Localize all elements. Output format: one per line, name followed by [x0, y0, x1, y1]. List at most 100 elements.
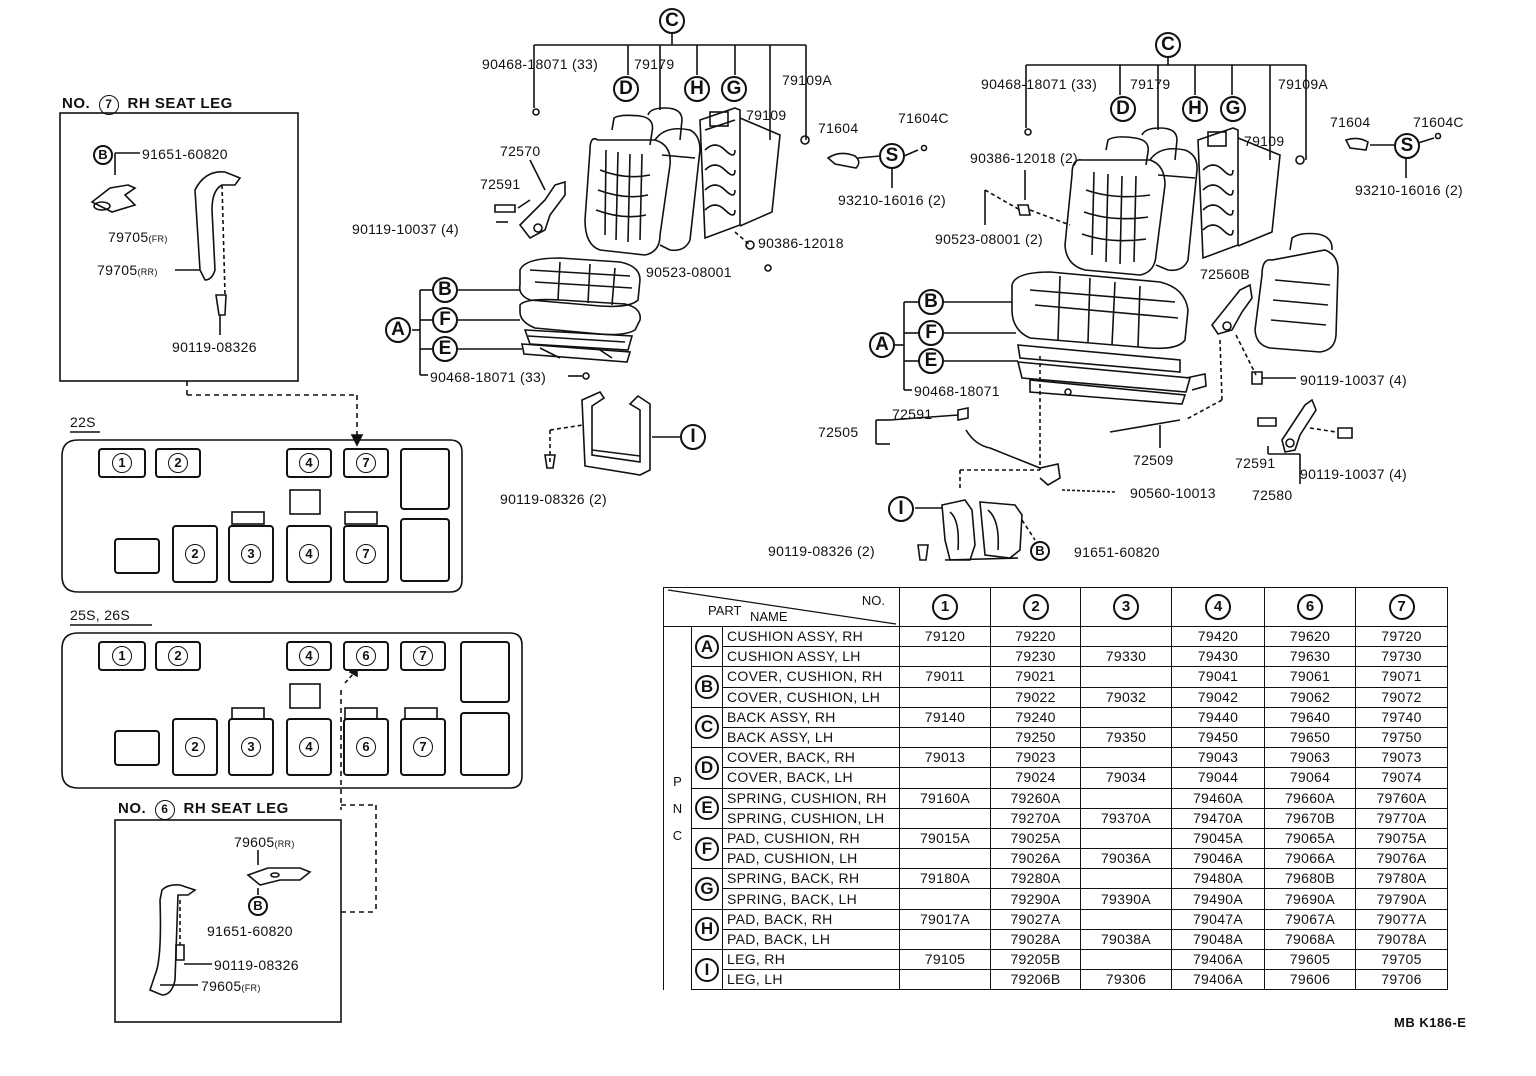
layout25-seat-7-num: 7	[413, 737, 433, 757]
letter-b-left: B	[432, 277, 458, 303]
part-number-cell: 79440	[1171, 706, 1265, 728]
part-number-cell: 79480A	[1171, 868, 1265, 890]
part-number-cell: 79406A	[1171, 948, 1265, 971]
layout25-seat-7: 7	[400, 718, 446, 776]
layout25-seat-2-front-num: 2	[168, 646, 188, 666]
part-number-cell: 79270A	[990, 807, 1081, 829]
part-name-cell: BACK ASSY, RH	[722, 706, 900, 728]
callout-72591-right-b: 72591	[1235, 455, 1276, 471]
part-number-cell: 79073	[1355, 747, 1448, 769]
callout-93210-16016-right: 93210-16016 (2)	[1355, 182, 1464, 198]
callout-90119-08326-left: 90119-08326 (2)	[500, 491, 607, 507]
layout25-seat-2-front: 2	[155, 641, 201, 671]
col-head-1-num: 1	[932, 594, 958, 620]
part-number-cell: 79720	[1355, 625, 1448, 648]
part-number-cell: 79460A	[1171, 787, 1265, 809]
part-number-cell: 79730	[1355, 646, 1448, 668]
layout22-seat-2-num: 2	[185, 544, 205, 564]
layout25-seat-6-front: 6	[343, 641, 389, 671]
part-number-cell: 79071	[1355, 666, 1448, 688]
part-number-cell: 79790A	[1355, 888, 1448, 910]
group-symbol-cell: F	[691, 827, 723, 870]
right-back-frame	[1197, 127, 1281, 260]
left-abfe-bracket	[412, 289, 582, 377]
callout-90119-08326-right: 90119-08326 (2)	[768, 543, 875, 559]
layout22-seat-driver	[114, 538, 160, 574]
callout-72509: 72509	[1133, 452, 1174, 468]
layout22-seat-4-num: 4	[299, 544, 319, 564]
part-number-cell: 79061	[1264, 666, 1356, 688]
layout22-seat-3-num: 3	[241, 544, 261, 564]
letter-c-right: C	[1155, 32, 1181, 58]
right-spare-seat-back	[1254, 232, 1339, 353]
part-number-cell: 79011	[899, 666, 991, 688]
letter-s-left: S	[879, 143, 905, 169]
part-number-cell: 79705	[1355, 948, 1448, 971]
callout-90468-18071-right: 90468-18071 (33)	[981, 76, 1098, 92]
part-number-cell	[899, 646, 991, 668]
part-number-cell: 79077A	[1355, 908, 1448, 930]
no6-heading-text: RH SEAT LEG	[183, 800, 289, 817]
part-name-cell: CUSHION ASSY, RH	[722, 625, 900, 648]
right-leg-I	[915, 499, 1036, 561]
group-symbol: F	[695, 836, 719, 861]
left-seat-back	[584, 107, 701, 256]
part-number-cell: 79062	[1264, 686, 1356, 708]
no6-heading-no: NO.	[118, 800, 147, 817]
letter-e-right: E	[918, 348, 944, 374]
letter-c-left: C	[659, 8, 685, 34]
part-number-cell: 79022	[990, 686, 1081, 708]
no7-79705-rr-num: 79705	[97, 262, 138, 278]
part-number-cell	[899, 969, 991, 991]
part-name-cell: SPRING, BACK, LH	[722, 888, 900, 910]
part-number-cell: 79350	[1080, 726, 1172, 749]
part-number-cell: 79670B	[1264, 807, 1356, 829]
layout25-seat-3-num: 3	[241, 737, 261, 757]
layout22-seat-4-front-num: 4	[299, 453, 319, 473]
part-number-cell: 79078A	[1355, 928, 1448, 951]
callout-79109a-left: 79109A	[782, 72, 833, 88]
part-number-cell: 79605	[1264, 948, 1356, 971]
part-number-cell: 79015A	[899, 827, 991, 850]
part-number-cell: 79250	[990, 726, 1081, 749]
no6-callout-79605-fr: 79605(FR)	[201, 978, 261, 996]
right-c-bracket	[1025, 55, 1307, 160]
group-symbol-cell: C	[691, 706, 723, 749]
part-number-cell	[899, 686, 991, 708]
part-name-cell: CUSHION ASSY, LH	[722, 646, 900, 668]
col-head-3-num: 3	[1113, 594, 1139, 620]
part-name-cell: LEG, RH	[722, 948, 900, 971]
part-number-cell	[899, 928, 991, 951]
part-number-cell: 79740	[1355, 706, 1448, 728]
part-number-cell: 79706	[1355, 969, 1448, 991]
part-number-cell: 79630	[1264, 646, 1356, 668]
part-number-cell: 79370A	[1080, 807, 1172, 829]
part-number-cell: 79075A	[1355, 827, 1448, 850]
part-number-cell: 79640	[1264, 706, 1356, 728]
callout-90523-08001-left: 90523-08001	[646, 264, 732, 280]
part-number-cell: 79290A	[990, 888, 1081, 910]
callout-90119-10037-right-top: 90119-10037 (4)	[1300, 372, 1407, 388]
no6-callout-90119-08326: 90119-08326	[214, 957, 299, 973]
letter-a-right: A	[869, 332, 895, 358]
no6-heading-num: 6	[154, 800, 175, 820]
callout-72570: 72570	[500, 143, 541, 159]
col-head-6-num: 6	[1297, 594, 1323, 620]
part-number-cell: 79023	[990, 747, 1081, 769]
no7-79705-fr-suffix: (FR)	[148, 234, 168, 244]
part-name-cell: SPRING, BACK, RH	[722, 868, 900, 890]
layout-22s-title: 22S	[70, 414, 96, 430]
part-number-cell: 79260A	[990, 787, 1081, 809]
part-number-cell: 79680B	[1264, 868, 1356, 890]
col-head-7-num: 7	[1388, 594, 1415, 620]
part-number-cell: 79076A	[1355, 848, 1448, 870]
part-name-cell: PAD, CUSHION, LH	[722, 848, 900, 870]
